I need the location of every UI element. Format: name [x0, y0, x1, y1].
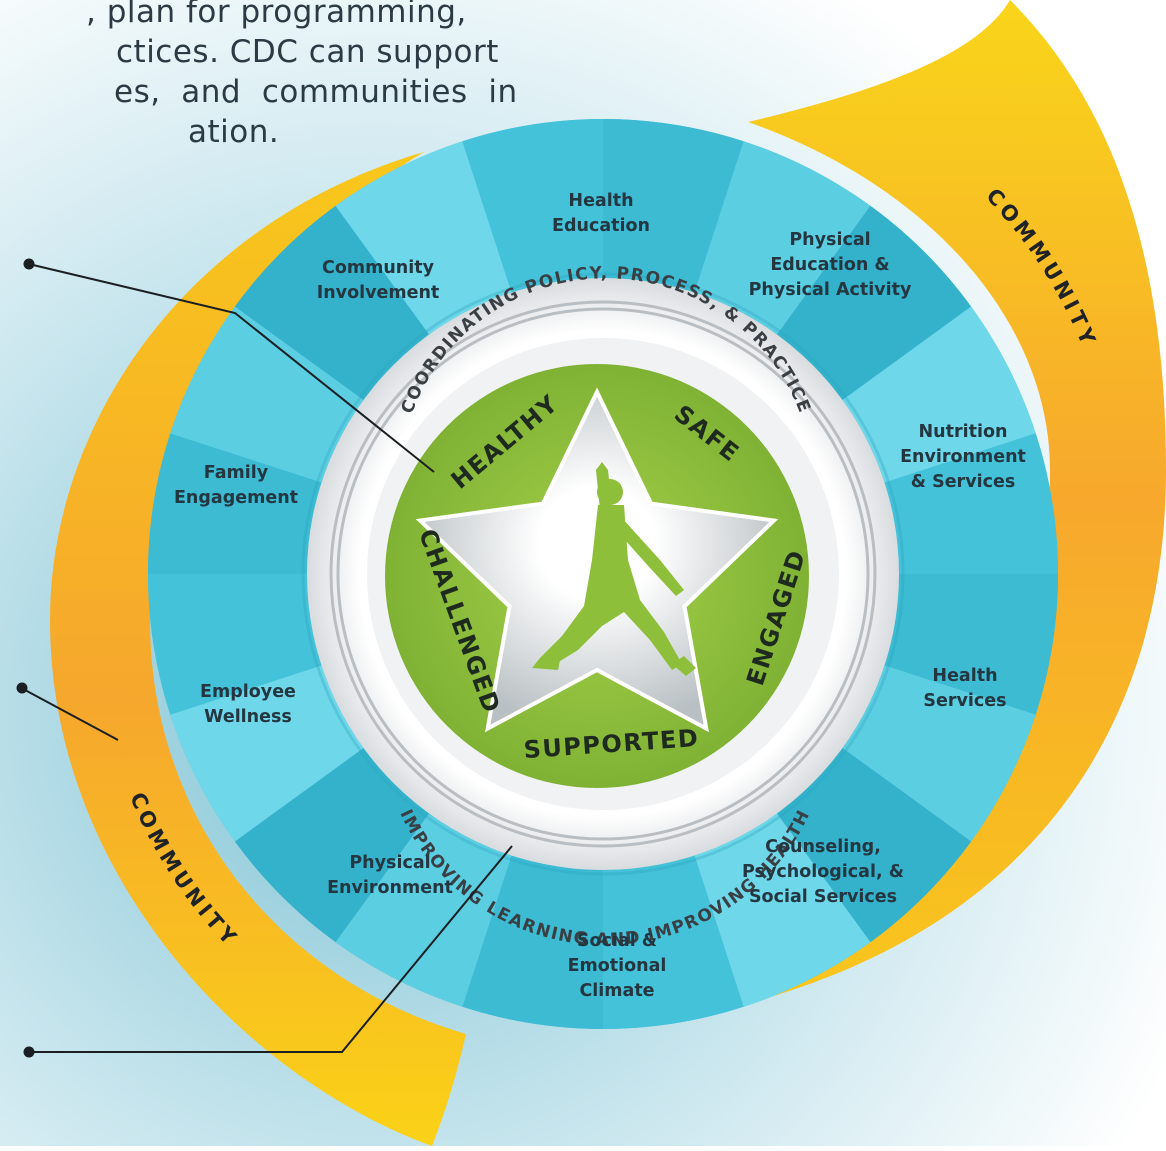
community-arc-left: [50, 152, 466, 1146]
wheel-wedge: [884, 574, 1058, 715]
wheel-wedge: [884, 433, 1058, 574]
callout-dots: [16, 258, 35, 1058]
wheel-wedge: [603, 119, 744, 293]
wheel-wedge: [842, 665, 1036, 842]
process-ring-line-outer: [329, 300, 877, 848]
wheel-wedge: [170, 665, 364, 842]
community-arc-right: [748, 0, 1166, 1000]
intro-line: , plan for programming,: [86, 0, 467, 30]
wheel-wedges: [148, 119, 1058, 1029]
callout-line-top: [32, 264, 435, 473]
callout-line-middle: [24, 689, 119, 741]
intro-line: es, and communities in: [114, 74, 518, 110]
wheel-wedge: [462, 855, 603, 1029]
wheel-wedge: [335, 141, 512, 335]
callout-lines: [24, 264, 513, 1053]
wheel-wedge: [335, 813, 512, 1007]
process-ring-line-inner: [336, 307, 870, 841]
callout-dot-top: [23, 258, 35, 270]
wheel-wedge: [170, 306, 364, 483]
segment-label-counseling: Counseling,Psychological, &Social Servic…: [742, 837, 904, 907]
wheel-wedge: [694, 141, 871, 335]
jumping-figure: [532, 462, 696, 676]
callout-line-bottom: [32, 845, 513, 1053]
wheel-wedge: [776, 747, 972, 943]
callout-dot-bottom: [23, 1046, 35, 1058]
wheel-wedge: [776, 205, 972, 401]
wheel-wedge: [148, 574, 322, 715]
wheel-wedge: [694, 813, 871, 1007]
wheel-wedge: [842, 306, 1036, 483]
intro-line: ctices. CDC can support: [116, 34, 499, 70]
wheel-wedge: [148, 433, 322, 574]
wheel-wedge: [462, 119, 603, 293]
callout-dot-middle: [16, 682, 28, 694]
wheel-wedge: [234, 747, 430, 943]
wheel-wedge: [234, 205, 430, 401]
wheel-wedge: [603, 855, 744, 1029]
wheel-inner-edge: [301, 272, 905, 876]
intro-line: ation.: [188, 114, 280, 150]
